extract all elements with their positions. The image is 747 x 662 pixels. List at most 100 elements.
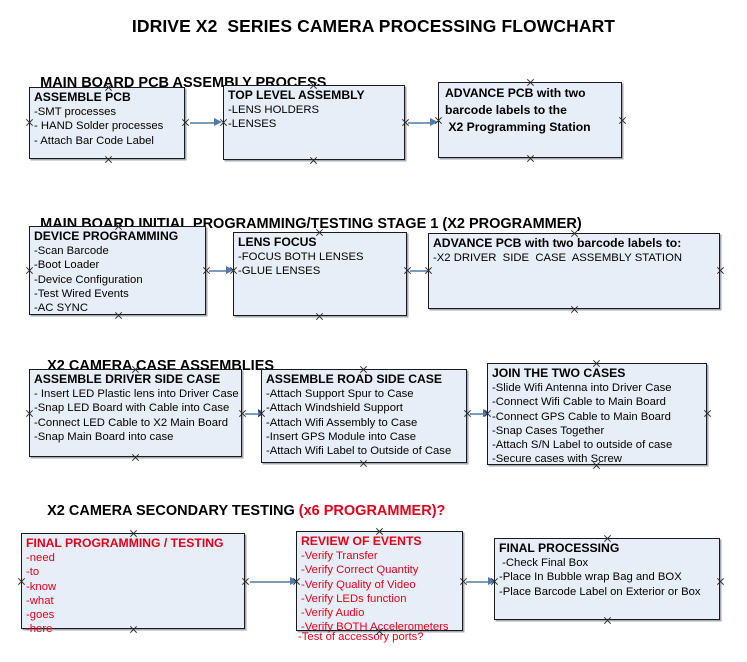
connector-shaft — [408, 122, 431, 124]
box-line: -Scan Barcode — [34, 245, 109, 257]
arrow-head-icon — [488, 577, 496, 585]
connector-arrow — [209, 266, 234, 274]
arrow-head-icon — [430, 118, 438, 126]
box-title: ADVANCE PCB with two barcode labels to: — [433, 236, 682, 250]
box-line: -Device Configuration — [34, 273, 143, 286]
connector-arrow — [466, 577, 496, 585]
section-heading-accent: (x6 PROGRAMMER)? — [298, 503, 446, 519]
box-line: -Secure cases with Screw — [492, 453, 622, 466]
box-line: -here — [26, 623, 53, 636]
box-title: REVIEW OF EVENTS — [301, 534, 422, 548]
box-assemble-pcb[interactable]: ASSEMBLE PCB -SMT processes - HAND Solde… — [29, 87, 185, 159]
box-body: -Attach Support Spur to Case -Attach Win… — [262, 387, 466, 458]
box-line: -LENSES — [228, 118, 277, 131]
page-title: IDRIVE X2 SERIES CAMERA PROCESSING FLOWC… — [131, 16, 616, 36]
box-top-level-assembly[interactable]: TOP LEVEL ASSEMBLY -LENS HOLDERS -LENSES — [223, 85, 405, 160]
box-line: -Boot Loader — [34, 259, 100, 272]
box-line: -Place In Bubble wrap Bag and BOX — [499, 571, 682, 584]
box-line: -Connect GPS Cable to Main Board — [492, 410, 671, 423]
box-body: -Verify Transfer -Verify Correct Quantit… — [297, 549, 462, 635]
box-line: -Snap LED Board with Cable into Case — [34, 402, 230, 415]
box-line: -AC SYNC — [34, 302, 88, 315]
arrow-head-icon — [226, 266, 234, 274]
box-line: -Verify Audio — [301, 607, 365, 620]
box-line: -Attach Wifi Assembly to Case — [266, 416, 418, 429]
box-line: -what — [26, 594, 54, 607]
connector-arrow — [250, 577, 298, 585]
connector-shaft — [245, 413, 259, 415]
box-title: FINAL PROGRAMMING / TESTING — [26, 536, 224, 550]
box-final-programming-testing[interactable]: FINAL PROGRAMMING / TESTING -need -to -k… — [21, 533, 245, 635]
box-line: -Place Barcode Label on Exterior or Box — [499, 585, 701, 598]
connector-shaft — [470, 413, 484, 415]
connector-shaft — [190, 122, 215, 124]
box-line: -Insert GPS Module into Case — [266, 430, 417, 443]
box-line: -Verify LEDs function — [301, 592, 407, 605]
box-line: -Verify Transfer — [301, 550, 378, 562]
box-title: JOIN THE TWO CASES — [492, 366, 626, 380]
box-assemble-road-side-case[interactable]: ASSEMBLE ROAD SIDE CASE -Attach Support … — [261, 369, 467, 463]
box-body: -SMT processes - HAND Solder processes -… — [30, 105, 184, 148]
box-line: -GLUE LENSES — [238, 265, 321, 278]
arrow-head-icon — [214, 118, 222, 126]
box-line: -Slide Wifi Antenna into Driver Case — [492, 382, 672, 394]
box-line: -Verify BOTH Accelerometers — [301, 621, 449, 634]
box-final-processing[interactable]: FINAL PROCESSING -Check Final Box -Place… — [494, 538, 720, 620]
box-advance-pcb-to-driver-side[interactable]: ADVANCE PCB with two barcode labels to: … — [428, 233, 720, 309]
box-line: -to — [26, 566, 40, 579]
box-body: -Slide Wifi Antenna into Driver Case -Co… — [488, 381, 706, 467]
box-body: -X2 DRIVER SIDE CASE ASSEMBLY STATION — [429, 251, 719, 265]
box-title: ASSEMBLE PCB — [34, 90, 131, 104]
box-line: -Verify Correct Quantity — [301, 564, 419, 577]
box-title: FINAL PROCESSING — [499, 541, 620, 555]
box-title: TOP LEVEL ASSEMBLY — [228, 88, 365, 102]
box-lens-focus[interactable]: LENS FOCUS -FOCUS BOTH LENSES -GLUE LENS… — [233, 232, 407, 316]
box-line: -Snap Cases Together — [492, 424, 605, 437]
box-overflow-line: -Test of accessory ports? — [298, 631, 424, 643]
section-heading-text: X2 CAMERA SECONDARY TESTING — [47, 503, 299, 519]
box-line: -Test Wired Events — [34, 287, 129, 300]
box-device-programming[interactable]: DEVICE PROGRAMMING -Scan Barcode -Boot L… — [29, 226, 206, 315]
box-line: -know — [26, 580, 57, 593]
box-body: -Check Final Box -Place In Bubble wrap B… — [495, 556, 719, 599]
box-body: -LENS HOLDERS -LENSES — [224, 103, 404, 132]
box-advance-pcb-to-station[interactable]: ADVANCE PCB with two barcode labels to t… — [438, 82, 622, 158]
box-title: ASSEMBLE DRIVER SIDE CASE — [34, 372, 221, 386]
box-review-of-events[interactable]: REVIEW OF EVENTS -Verify Transfer -Verif… — [296, 531, 463, 633]
box-line: -Connect LED Cable to X2 Main Board — [34, 416, 229, 429]
box-line: -Snap Main Board into case — [34, 430, 174, 443]
box-line: -Verify Quality of Video — [301, 578, 416, 591]
connector-shaft — [410, 270, 431, 272]
box-line: -Attach Windshield Support — [266, 402, 403, 415]
box-body: -Scan Barcode -Boot Loader -Device Confi… — [30, 244, 205, 315]
box-title: ASSEMBLE ROAD SIDE CASE — [266, 372, 443, 386]
box-title: LENS FOCUS — [238, 235, 317, 249]
box-assemble-driver-side-case[interactable]: ASSEMBLE DRIVER SIDE CASE - Insert LED P… — [29, 369, 242, 457]
box-title: DEVICE PROGRAMMING — [34, 229, 179, 243]
box-line: -Attach Wifi Label to Outside of Case — [266, 445, 452, 458]
box-line: -LENS HOLDERS — [228, 104, 320, 116]
box-line: - HAND Solder processes — [34, 120, 164, 133]
box-line: -need — [26, 552, 55, 564]
box-line: -Connect Wifi Cable to Main Board — [492, 396, 666, 409]
arrow-head-icon — [290, 577, 298, 585]
box-line: - Insert LED Plastic lens into Driver Ca… — [34, 388, 239, 400]
box-title: ADVANCE PCB with two barcode labels to t… — [445, 86, 591, 134]
box-line: -SMT processes — [34, 106, 117, 118]
box-line: -FOCUS BOTH LENSES — [238, 251, 364, 263]
connector-shaft — [466, 581, 489, 583]
connector-arrow — [408, 118, 438, 126]
box-line: - Attach Bar Code Label — [34, 134, 154, 147]
box-body: - Insert LED Plastic lens into Driver Ca… — [30, 387, 241, 444]
box-join-the-two-cases[interactable]: JOIN THE TWO CASES -Slide Wifi Antenna i… — [487, 363, 707, 465]
box-body: -need -to -know -what -goes -here — [22, 551, 244, 637]
box-line: -Attach Support Spur to Case — [266, 388, 414, 400]
connector-shaft — [209, 270, 227, 272]
connector-arrow — [190, 118, 222, 126]
box-line: -X2 DRIVER SIDE CASE ASSEMBLY STATION — [433, 252, 683, 264]
box-body: -FOCUS BOTH LENSES -GLUE LENSES — [234, 250, 406, 279]
box-line: -Check Final Box — [499, 557, 589, 569]
box-line: -Attach S/N Label to outside of case — [492, 439, 673, 452]
section-heading-secondary-testing: X2 CAMERA SECONDARY TESTING (x6 PROGRAMM… — [31, 487, 445, 535]
